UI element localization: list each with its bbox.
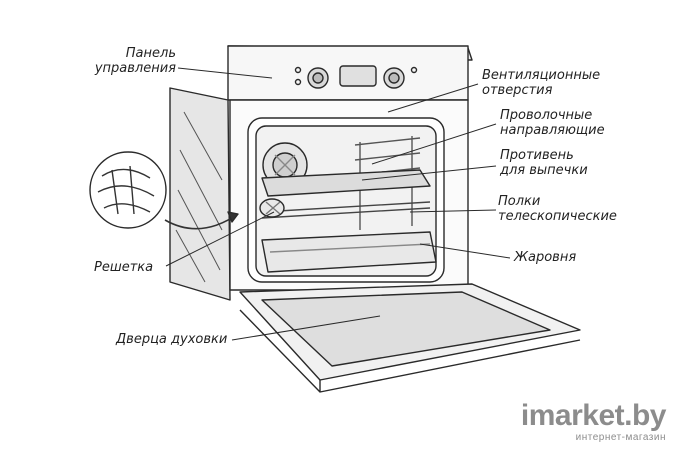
door-bottom-edge (239, 309, 581, 393)
label-telescopic-shelves: Полки телескопические (498, 194, 617, 224)
leader-rack (165, 211, 275, 267)
leader-wire-guides (371, 123, 497, 165)
label-roasting-pan: Жаровня (514, 250, 577, 265)
watermark: imarket.by интернет-магазин (520, 399, 667, 444)
label-baking-tray: Противень для выпечки (500, 148, 588, 178)
watermark-brand: imarket.by (520, 399, 667, 432)
rack-zoom-bubble (89, 151, 167, 229)
baking-tray (261, 169, 431, 197)
label-control-panel: Панель управления (94, 46, 176, 76)
leader-telescopic (409, 209, 497, 213)
leader-baking-tray (361, 165, 497, 181)
label-oven-door: Дверца духовки (116, 332, 228, 347)
telescopic-shelf (261, 201, 431, 219)
leader-roasting-pan (419, 243, 511, 259)
watermark-tagline: интернет-магазин (575, 432, 666, 443)
display (339, 65, 377, 87)
door-glass (261, 291, 551, 367)
label-wire-guides: Проволочные направляющие (500, 108, 605, 138)
leader-control-panel (177, 67, 273, 79)
leader-vents (387, 83, 479, 113)
side-hatching (175, 111, 223, 283)
roasting-pan (261, 231, 437, 273)
oven-side-wall (169, 87, 231, 301)
label-vent-holes: Вентиляционные отверстия (482, 68, 601, 98)
leader-door (231, 315, 381, 341)
label-rack: Решетка (94, 260, 154, 275)
